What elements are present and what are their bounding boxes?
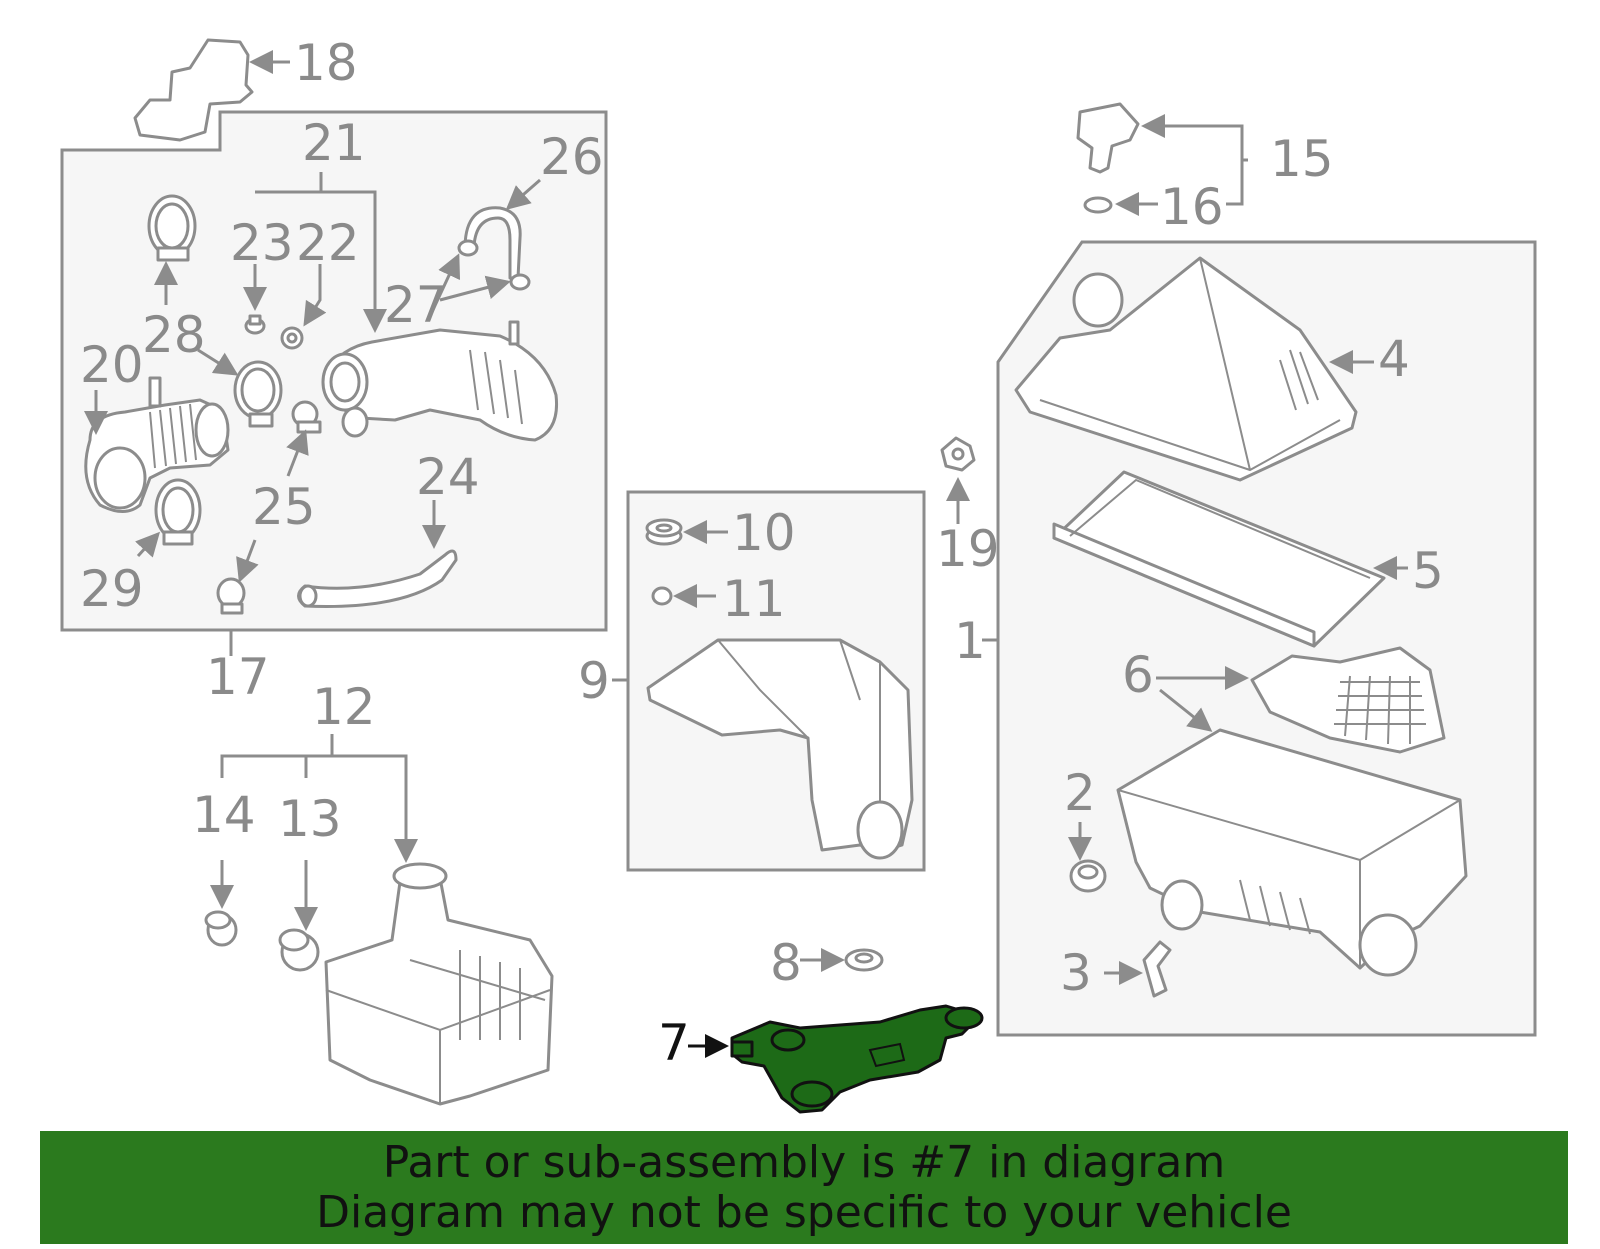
part-15-sensor <box>1076 102 1140 174</box>
callout-14: 14 <box>192 786 256 844</box>
leader-15b <box>1226 160 1244 206</box>
intake-duct-group <box>60 38 608 632</box>
resonator-group <box>626 490 926 872</box>
leader-21a <box>255 190 387 333</box>
part-8-grommet <box>844 948 884 972</box>
banner-line-part: Part or sub-assembly is #7 in diagram <box>382 1137 1226 1188</box>
part-13-grommet <box>278 928 320 972</box>
leader-27b <box>439 275 511 302</box>
callout-3: 3 <box>1060 944 1092 1002</box>
callout-16: 16 <box>1160 178 1224 236</box>
part-17-clamp <box>216 577 246 615</box>
callout-23: 23 <box>230 214 294 272</box>
callout-4: 4 <box>1378 330 1410 388</box>
callout-10: 10 <box>732 504 796 562</box>
callout-20: 20 <box>80 336 144 394</box>
part-5-filter <box>1052 470 1386 648</box>
callout-18: 18 <box>294 34 358 92</box>
callout-17: 17 <box>206 648 270 706</box>
callout-1: 1 <box>954 612 986 670</box>
callout-22: 22 <box>296 214 360 272</box>
callout-11: 11 <box>722 570 786 628</box>
callout-2: 2 <box>1064 764 1096 822</box>
part-20-hose <box>84 376 230 513</box>
leader-29 <box>134 531 161 558</box>
callout-5: 5 <box>1412 542 1444 600</box>
part-18-bracket <box>133 38 254 142</box>
part-25-clamp <box>291 400 322 434</box>
callout-labels: 18 21 26 23 22 27 28 20 24 25 29 17 12 1… <box>80 34 1444 1072</box>
part-4-cover <box>1014 256 1358 482</box>
callout-24: 24 <box>416 448 480 506</box>
leader-12a <box>220 754 418 863</box>
part-22-grommet <box>280 326 304 350</box>
callout-26: 26 <box>540 128 604 186</box>
callout-28: 28 <box>142 306 206 364</box>
leader-22 <box>303 264 327 327</box>
part-2-grommet <box>1069 859 1107 893</box>
callout-9: 9 <box>578 652 610 710</box>
leader-27a <box>430 253 461 313</box>
air-cleaner-group <box>996 240 1537 1037</box>
leader-25b <box>236 539 259 583</box>
callout-13: 13 <box>278 790 342 848</box>
part-16-oring <box>1083 196 1113 214</box>
leader-25a <box>286 429 309 477</box>
part-28-clamp <box>147 194 283 428</box>
callout-21: 21 <box>302 114 366 172</box>
part-14-grommet <box>204 910 238 947</box>
part-21-duct <box>321 320 559 442</box>
part-23-bolt <box>244 314 266 335</box>
part-10-grommet <box>645 518 683 546</box>
leader-28a <box>197 348 239 376</box>
part-6-duct <box>1250 646 1446 754</box>
callout-19: 19 <box>936 520 1000 578</box>
part-3-clip <box>1142 940 1172 998</box>
leader-15a <box>1141 114 1248 162</box>
callout-7: 7 <box>658 1014 690 1072</box>
part-lower-housing <box>1116 728 1468 977</box>
part-19-nut <box>940 436 976 472</box>
callout-6: 6 <box>1122 646 1154 704</box>
banner-line-disclaimer: Diagram may not be specific to your vehi… <box>316 1187 1292 1238</box>
callout-12: 12 <box>312 678 376 736</box>
callout-8: 8 <box>770 934 802 992</box>
leader-26 <box>505 178 541 210</box>
callout-27: 27 <box>384 276 448 334</box>
callout-15: 15 <box>1270 130 1334 188</box>
callout-25: 25 <box>252 478 316 536</box>
part-7-bracket <box>730 1004 984 1114</box>
part-12-housing <box>324 862 554 1106</box>
part-27-clips <box>457 239 531 291</box>
leader-6b <box>1159 688 1213 732</box>
callout-29: 29 <box>80 560 144 618</box>
part-11-grommet <box>651 586 673 606</box>
notice-banner: Part or sub-assembly is #7 in diagram Di… <box>40 1131 1568 1244</box>
part-29-clamp <box>154 478 202 546</box>
